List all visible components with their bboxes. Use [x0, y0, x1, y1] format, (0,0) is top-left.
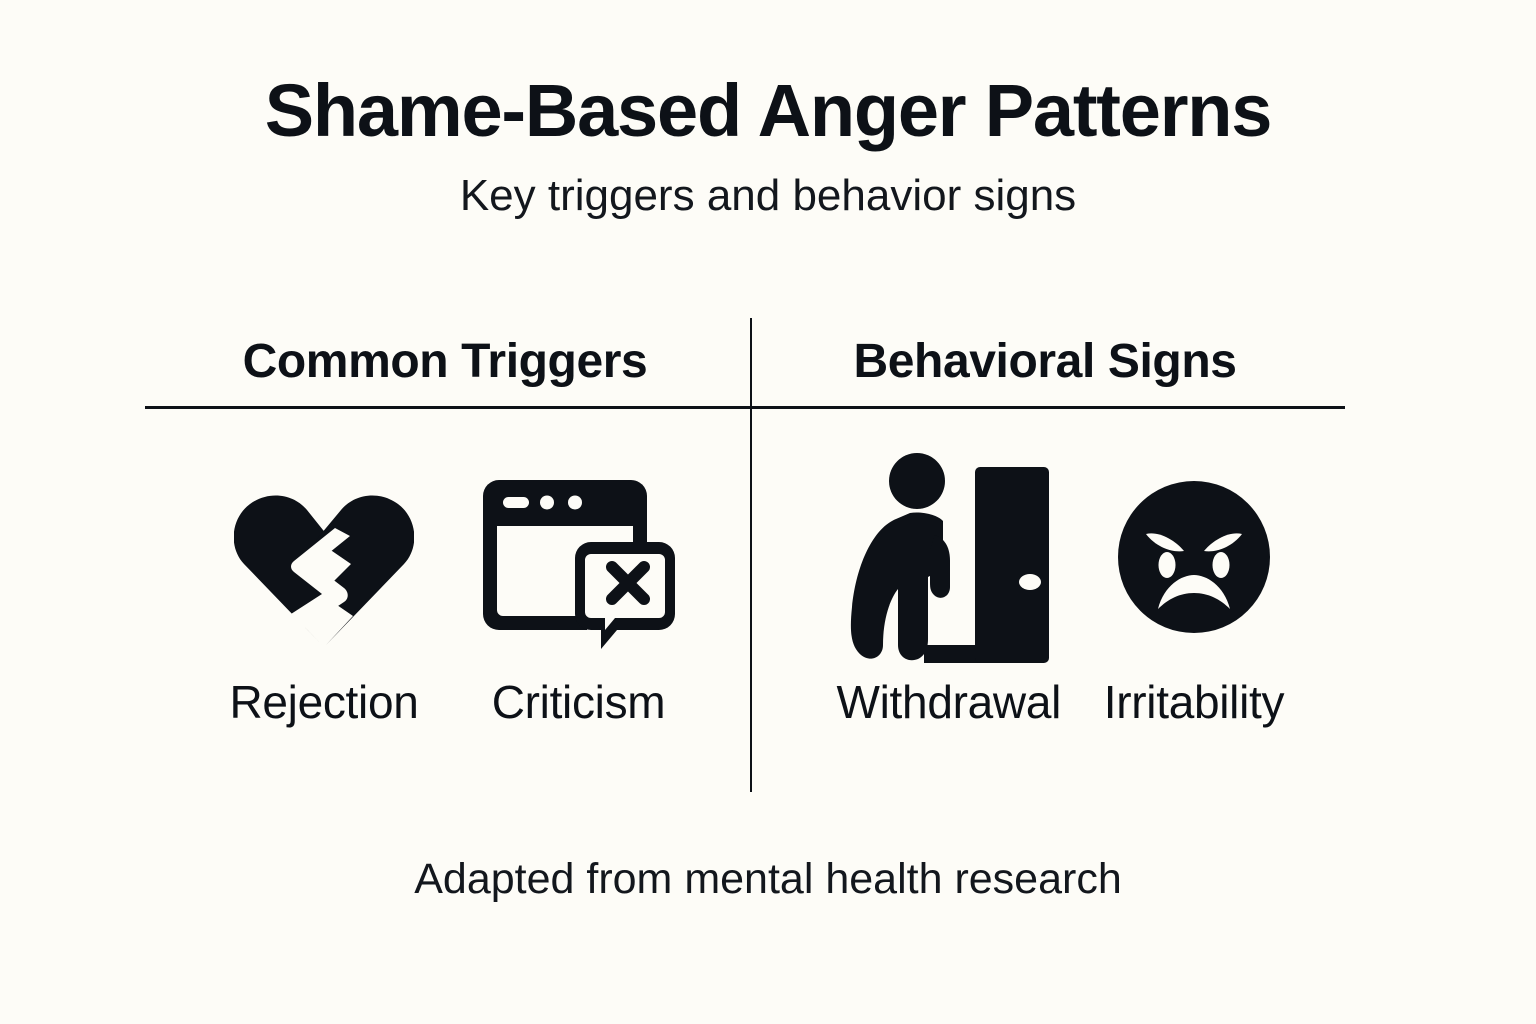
item-label-rejection: Rejection	[229, 676, 419, 728]
person-walking-away-door-icon	[836, 449, 1062, 665]
item-label-irritability: Irritability	[1103, 676, 1285, 728]
item-label-criticism: Criticism	[491, 676, 666, 728]
angry-face-icon	[1116, 449, 1272, 665]
column-header-row: Common Triggers Behavioral Signs	[145, 315, 1345, 407]
column-behavioral-signs: Withdrawal	[745, 409, 1345, 795]
column-divider-vertical	[750, 318, 752, 792]
column-header-behavioral-signs: Behavioral Signs	[853, 334, 1237, 388]
item-rejection: Rejection	[229, 449, 419, 729]
header-divider-horizontal	[145, 406, 1345, 409]
item-withdrawal: Withdrawal	[836, 449, 1062, 729]
column-header-common-triggers: Common Triggers	[242, 334, 648, 388]
item-irritability: Irritability	[1103, 449, 1285, 729]
footer-note: Adapted from mental health research	[414, 855, 1122, 903]
browser-window-error-message-icon	[481, 449, 677, 665]
column-body-row: Rejection	[145, 409, 1345, 795]
item-label-withdrawal: Withdrawal	[836, 676, 1062, 728]
item-criticism: Criticism	[481, 449, 677, 729]
page-subtitle: Key triggers and behavior signs	[459, 170, 1077, 220]
column-common-triggers: Rejection	[145, 409, 745, 795]
broken-heart-icon	[233, 449, 414, 665]
comparison-table: Common Triggers Behavioral Signs	[145, 315, 1345, 795]
page-title: Shame-Based Anger Patterns	[264, 69, 1273, 152]
header: Shame-Based Anger Patterns Key triggers …	[0, 72, 1536, 220]
